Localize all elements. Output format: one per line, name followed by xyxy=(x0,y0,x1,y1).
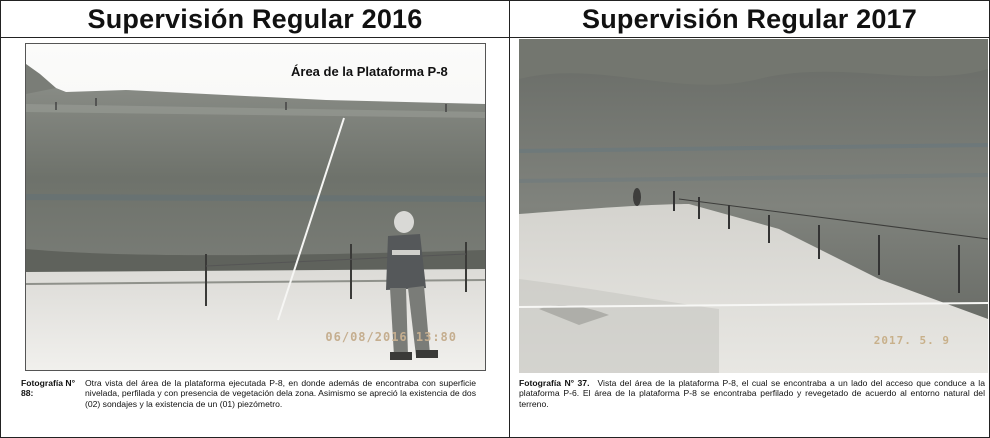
header-2017: Supervisión Regular 2017 xyxy=(510,1,989,38)
caption-2016-text: Otra vista del área de la plataforma eje… xyxy=(85,378,476,409)
column-2016: Supervisión Regular 2016 xyxy=(1,1,510,437)
photo-2016: Área de la Plataforma P-8 06/08/2016 13:… xyxy=(25,43,486,371)
caption-2017: Fotografía N° 37.Vista del área de la pl… xyxy=(519,378,985,409)
photo-2017: 2017. 5. 9 xyxy=(519,39,988,373)
header-2016: Supervisión Regular 2016 xyxy=(1,1,509,38)
caption-2016-label: Fotografía N° 88: xyxy=(21,378,76,399)
photo-2017-timestamp: 2017. 5. 9 xyxy=(873,334,950,347)
photo-2016-timestamp: 06/08/2016 13:80 xyxy=(325,330,457,344)
photo-2016-image xyxy=(26,44,485,370)
photo-2016-label: Área de la Plataforma P-8 xyxy=(291,64,448,79)
worker-figure xyxy=(386,211,438,360)
column-2017: Supervisión Regular 2017 xyxy=(510,1,989,437)
caption-2017-text: Vista del área de la plataforma P-8, el … xyxy=(519,378,985,409)
caption-2017-label: Fotografía N° 37. xyxy=(519,378,590,388)
photo-2017-image xyxy=(519,39,988,373)
caption-2016: Fotografía N° 88: Otra vista del área de… xyxy=(21,378,476,409)
